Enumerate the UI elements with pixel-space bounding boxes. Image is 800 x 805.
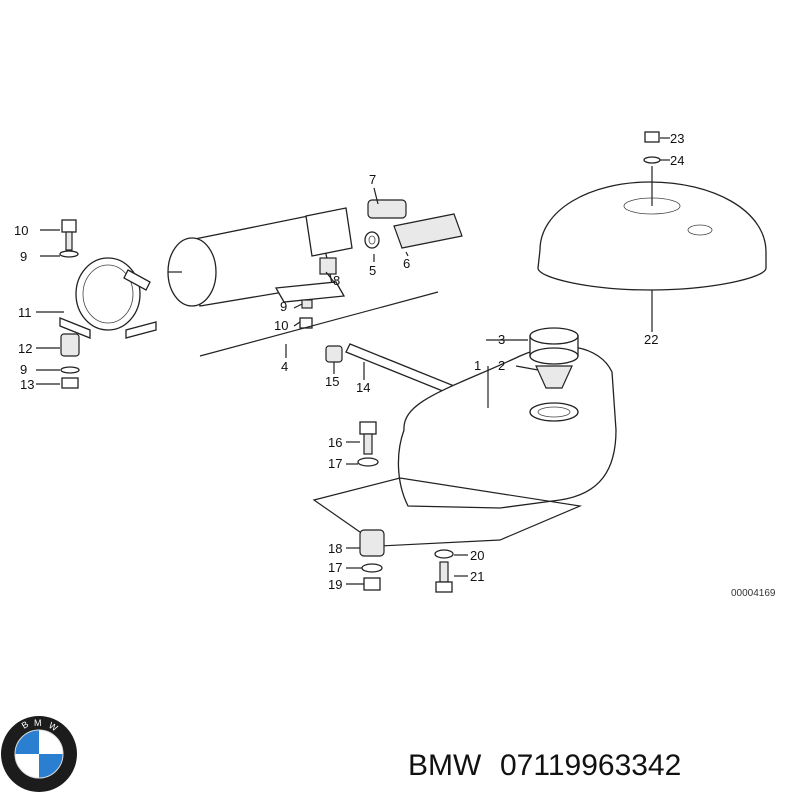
pump-bracket-8	[319, 257, 337, 275]
nut-9-motor	[301, 299, 313, 309]
label-24: 24	[670, 153, 684, 168]
bmw-logo: B M W	[1, 716, 77, 792]
nut-13	[61, 377, 79, 389]
label-5: 5	[369, 263, 376, 278]
label-12: 12	[18, 341, 32, 356]
label-9-bottom: 9	[20, 362, 27, 377]
reservoir-tank-1	[397, 345, 617, 509]
washer-24	[643, 156, 661, 164]
washer-20	[434, 549, 454, 559]
label-10-top: 10	[14, 223, 28, 238]
washer-9-bottom	[60, 366, 80, 374]
bolt-shank-16	[363, 433, 373, 455]
label-1: 1	[474, 358, 481, 373]
strainer-2	[535, 365, 573, 389]
label-23: 23	[670, 131, 684, 146]
drawing-code: 00004169	[731, 588, 776, 599]
footer-part-number: 07119963342	[500, 749, 681, 782]
clamp-ring-11	[75, 257, 141, 331]
svg-text:M: M	[34, 718, 42, 728]
label-7: 7	[369, 172, 376, 187]
washer-5	[364, 231, 380, 249]
bolt-shank-10	[65, 231, 73, 251]
tank-mount-hardware	[357, 421, 454, 593]
label-9-motor: 9	[280, 299, 287, 314]
svg-text:B: B	[20, 719, 30, 731]
cover-group	[537, 131, 767, 291]
hose-group	[325, 343, 475, 403]
fitting-15	[325, 345, 343, 363]
nut-23	[644, 131, 660, 143]
label-3: 3	[498, 332, 505, 347]
rubber-mount-12	[60, 333, 80, 357]
label-6: 6	[403, 256, 410, 271]
sensor-6	[393, 213, 463, 249]
label-22: 22	[644, 332, 658, 347]
label-20: 20	[470, 548, 484, 563]
nut-19	[363, 577, 381, 591]
bolt-head-16	[359, 421, 377, 435]
bolt-head-10	[61, 219, 77, 233]
label-17-bottom: 17	[328, 560, 342, 575]
label-17-top: 17	[328, 456, 342, 471]
clamp-foot-left	[59, 317, 91, 339]
logo-quadrant-bottom-right	[39, 754, 63, 778]
label-9-top: 9	[20, 249, 27, 264]
washer-17-bottom	[361, 563, 383, 573]
washer-9-top	[59, 250, 79, 258]
cover-22	[537, 181, 767, 291]
tank-group	[312, 327, 617, 547]
bracket-line-4	[199, 291, 439, 357]
label-13: 13	[20, 377, 34, 392]
washer-17-top	[357, 457, 379, 467]
label-21: 21	[470, 569, 484, 584]
label-16: 16	[328, 435, 342, 450]
label-14: 14	[356, 380, 370, 395]
pump-motor-group	[167, 199, 463, 357]
label-4: 4	[281, 359, 288, 374]
label-15: 15	[325, 374, 339, 389]
leader-lines	[36, 137, 670, 585]
footer-brand: BMW	[408, 749, 482, 782]
motor-bracket-plate	[274, 281, 346, 303]
part-labels: 10 9 11 12 9 13 7 5 6 8 9 10 4 15 14 3 2…	[14, 131, 776, 599]
label-18: 18	[328, 541, 342, 556]
rubber-mount-18	[359, 529, 385, 557]
clamp-foot-right	[125, 321, 157, 339]
bracket-clamp-group	[59, 219, 157, 389]
switch-7	[367, 199, 407, 219]
bolt-shank-21	[439, 561, 449, 583]
label-2: 2	[498, 358, 505, 373]
label-19: 19	[328, 577, 342, 592]
pump-connector	[305, 207, 353, 257]
label-11: 11	[18, 305, 32, 320]
logo-quadrant-top-left	[15, 730, 39, 754]
label-8: 8	[333, 273, 340, 288]
clamp-tab	[123, 269, 151, 291]
tank-filler-neck	[529, 402, 579, 422]
label-10-motor: 10	[274, 318, 288, 333]
bolt-head-21	[435, 581, 453, 593]
